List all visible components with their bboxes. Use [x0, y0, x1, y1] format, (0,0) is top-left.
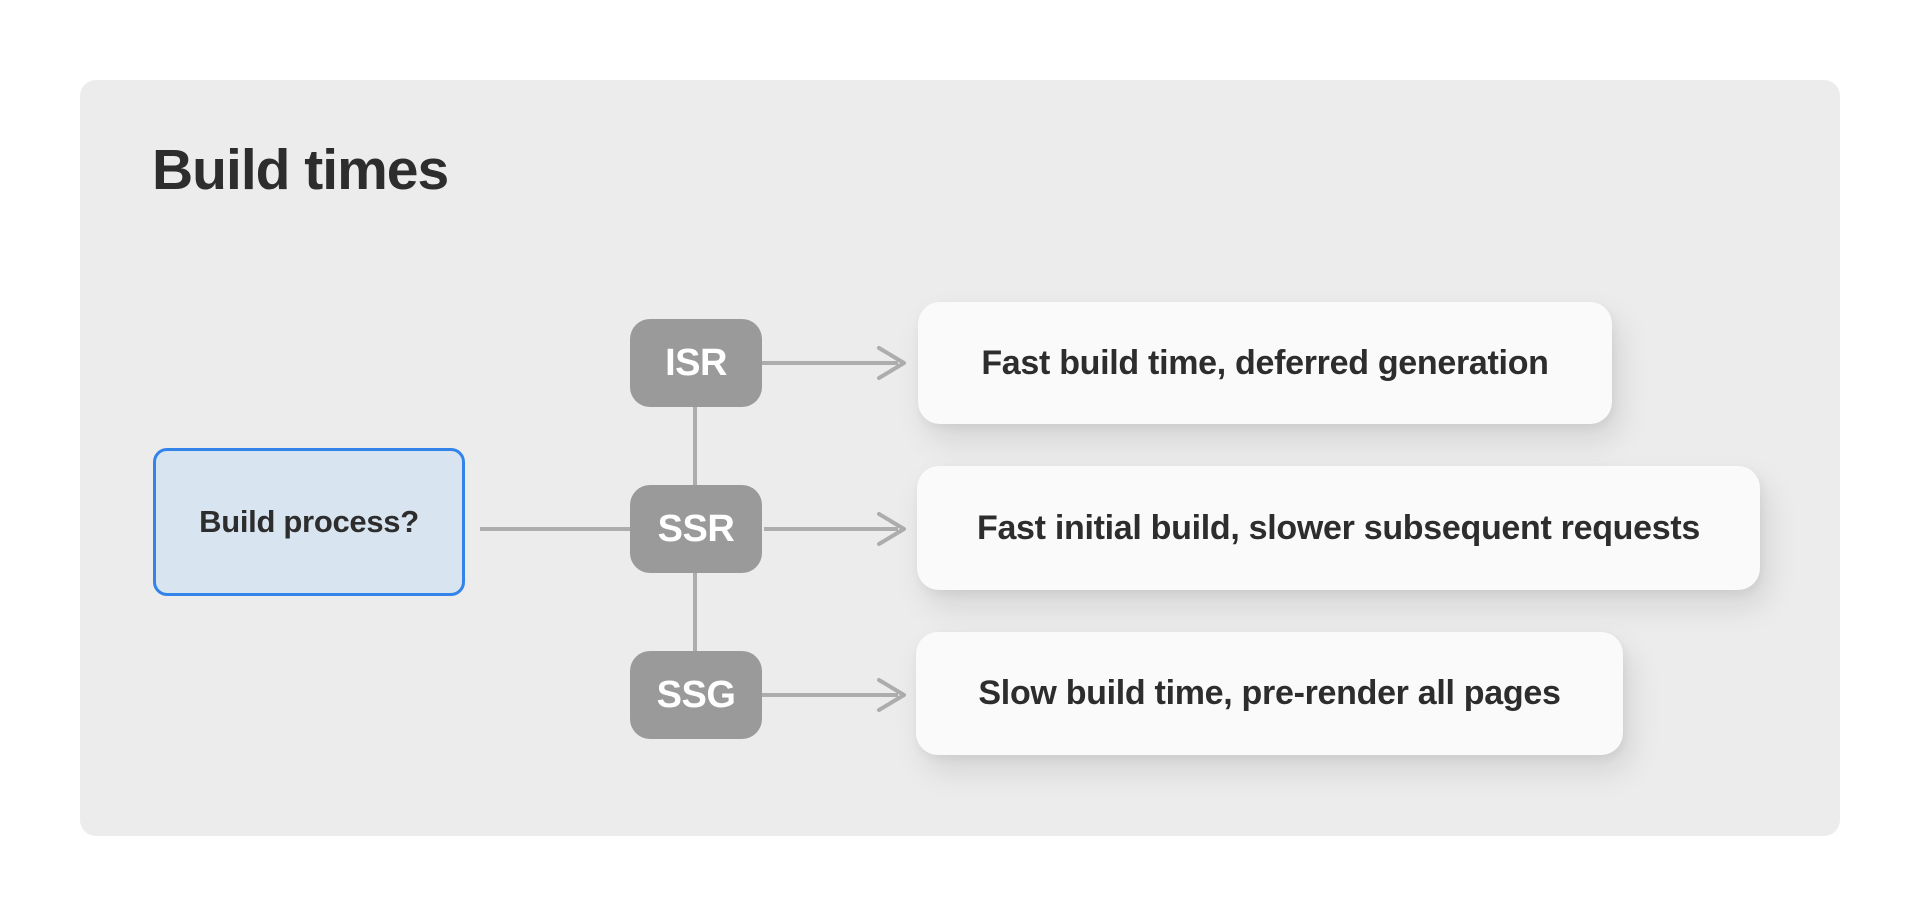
build-times-card: Build times Build process? ISR SSR SS — [80, 80, 1840, 836]
node-ssr: SSR — [630, 485, 762, 573]
node-isr: ISR — [630, 319, 762, 407]
node-outcome-isr: Fast build time, deferred generation — [918, 302, 1612, 424]
node-build-process: Build process? — [153, 448, 465, 596]
node-outcome-isr-label: Fast build time, deferred generation — [981, 343, 1549, 382]
arrowhead-ssg-icon — [877, 678, 906, 712]
node-isr-label: ISR — [665, 341, 727, 384]
node-ssg-label: SSG — [656, 673, 736, 716]
arrowhead-ssr-icon — [877, 512, 906, 546]
page-title: Build times — [152, 138, 449, 202]
node-ssg: SSG — [630, 651, 762, 739]
arrowhead-isr-icon — [877, 346, 906, 380]
node-outcome-ssg: Slow build time, pre-render all pages — [916, 632, 1623, 755]
node-build-process-label: Build process? — [199, 504, 419, 539]
node-outcome-ssg-label: Slow build time, pre-render all pages — [978, 674, 1561, 712]
node-ssr-label: SSR — [657, 507, 735, 550]
node-outcome-ssr-label: Fast initial build, slower subsequent re… — [976, 508, 1700, 547]
node-outcome-ssr: Fast initial build, slower subsequent re… — [917, 466, 1760, 590]
